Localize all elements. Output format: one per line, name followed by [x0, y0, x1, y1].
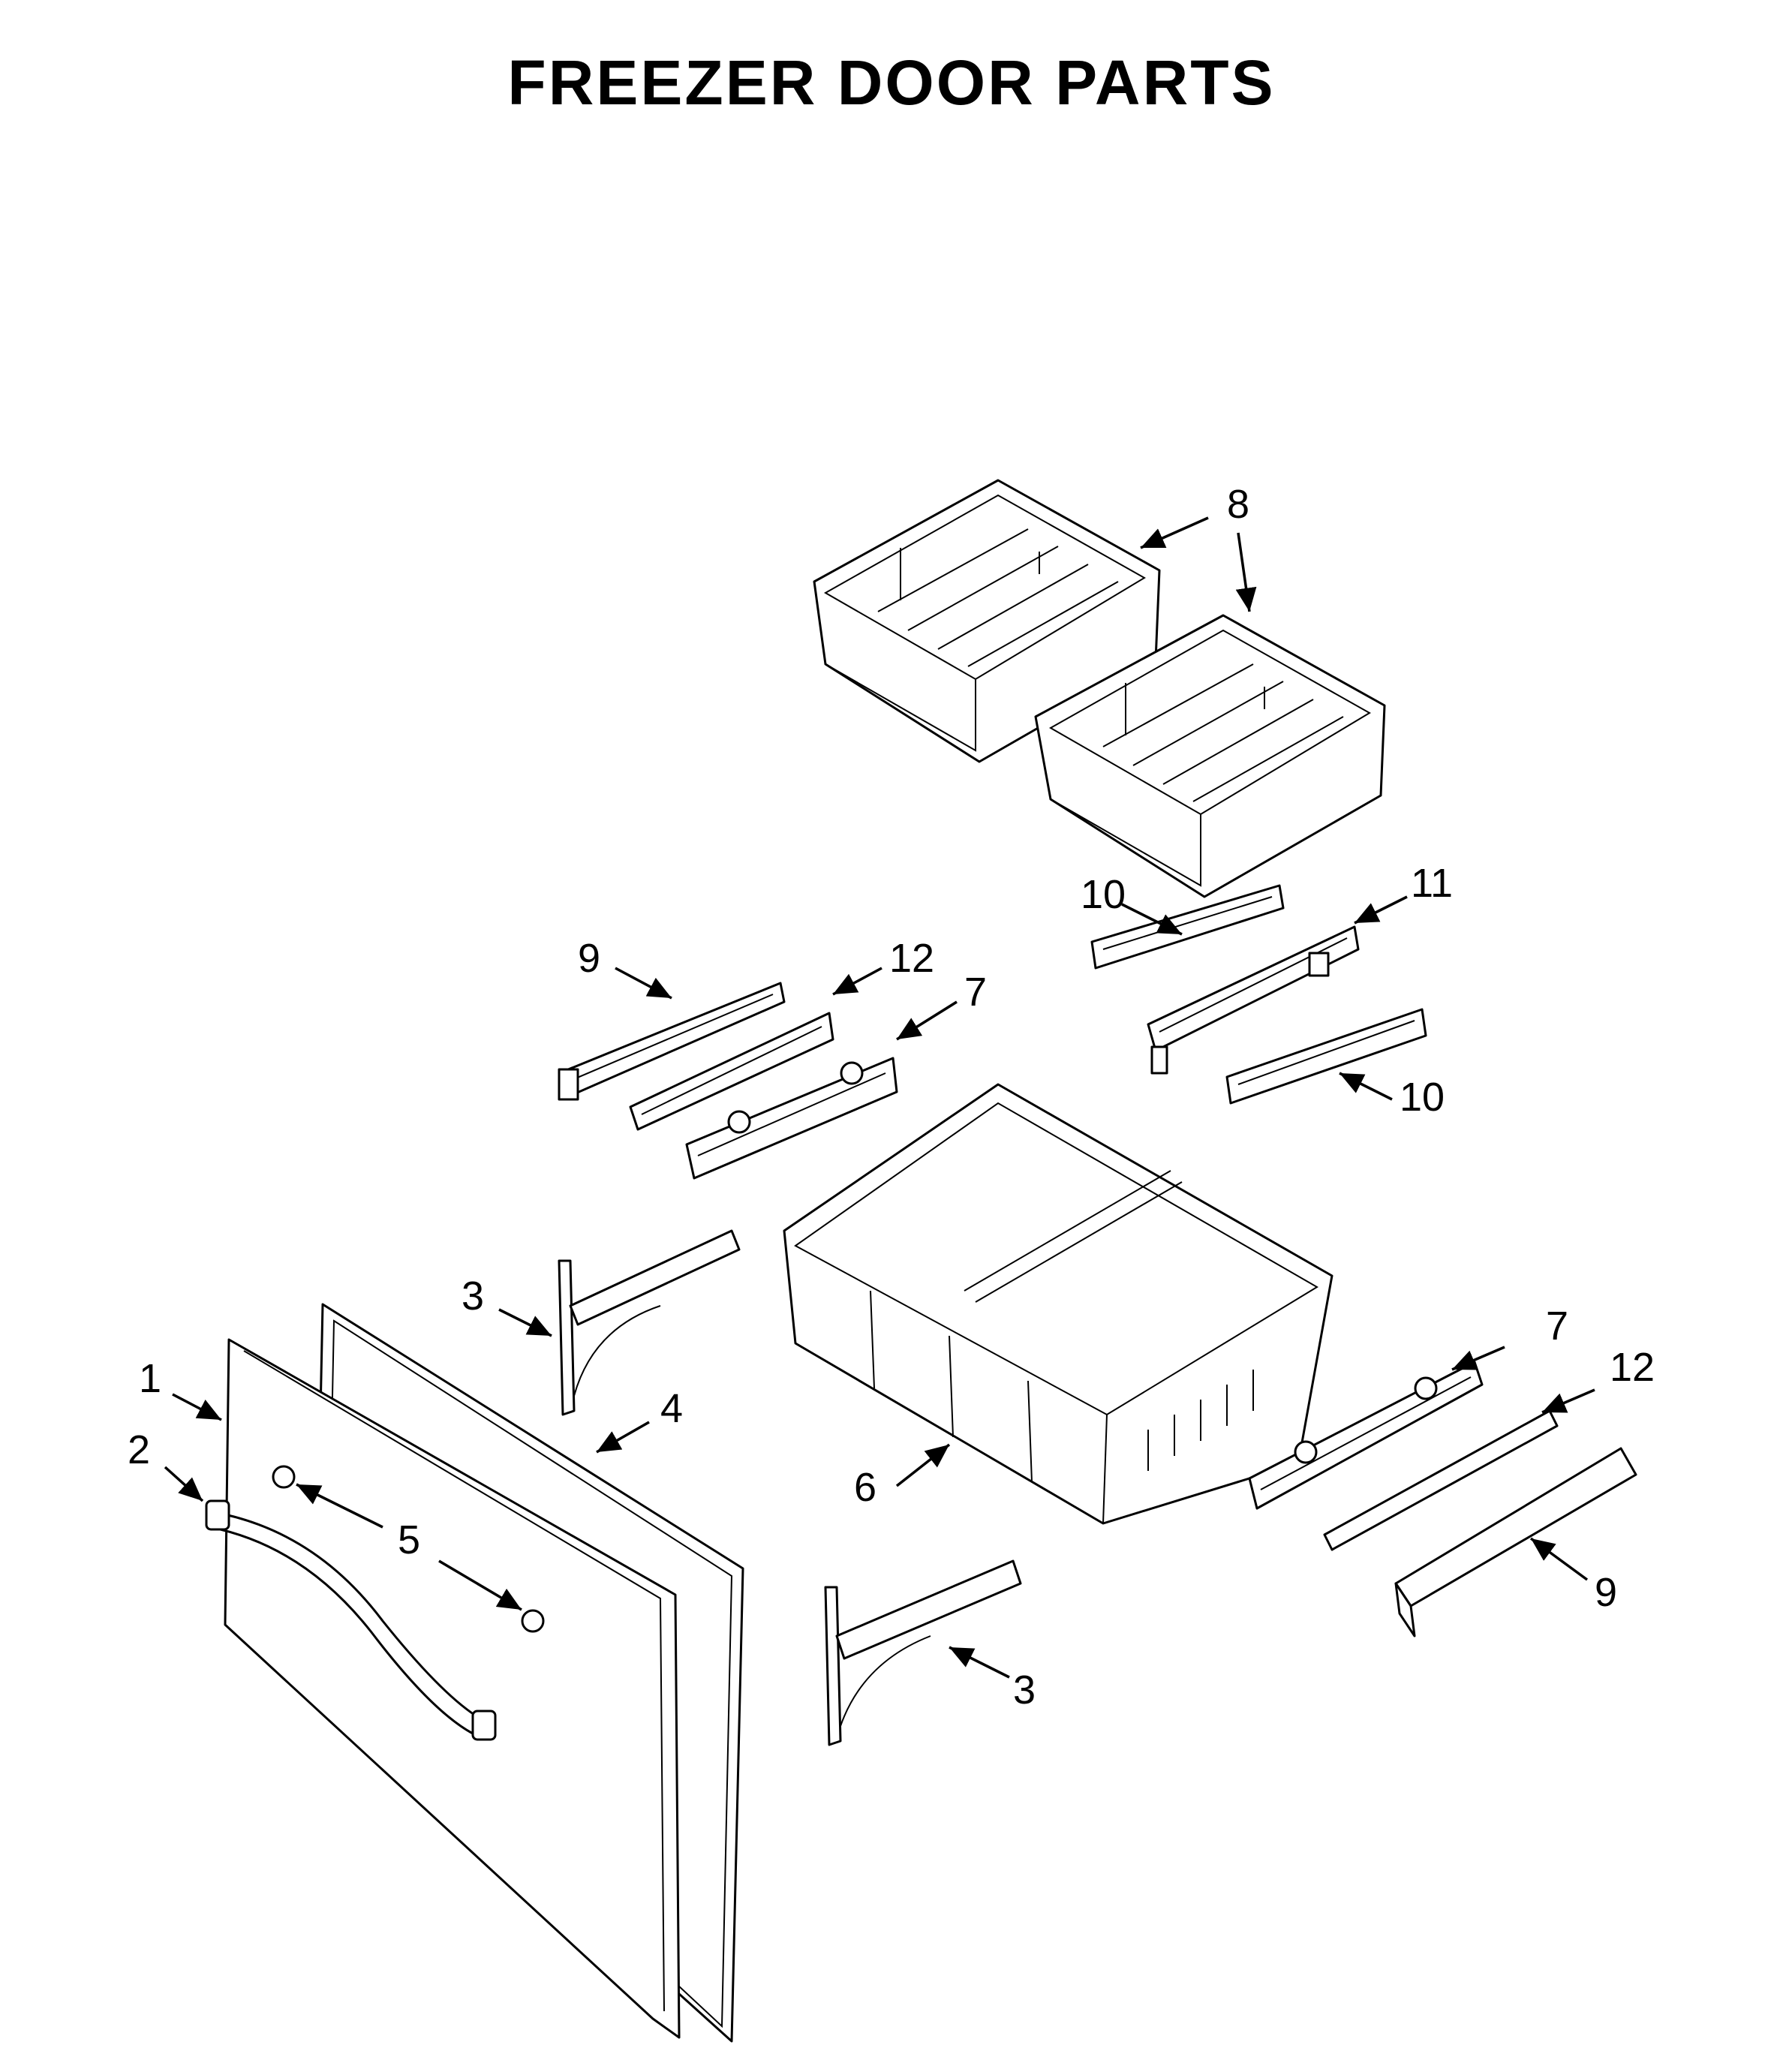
upper-basket-2 — [1034, 614, 1386, 898]
callout-9-upper: 9 — [578, 936, 600, 981]
leader-5b — [438, 1559, 522, 1611]
callout-12-lower: 12 — [1610, 1345, 1655, 1390]
rail-12-upper — [629, 1012, 834, 1131]
leader-10b — [1339, 1072, 1393, 1101]
rail-12-lower — [1323, 1409, 1559, 1551]
leader-12a — [832, 967, 882, 996]
rail-9-lower — [1394, 1447, 1637, 1637]
leader-9b — [1529, 1537, 1589, 1581]
leader-2 — [164, 1466, 204, 1502]
leader-10a — [1121, 903, 1183, 936]
leader-5a — [296, 1483, 383, 1529]
leader-3b — [949, 1646, 1010, 1679]
freezer-basket — [783, 1083, 1333, 1525]
leader-4 — [596, 1421, 650, 1454]
callout-1: 1 — [139, 1356, 161, 1401]
leader-8a — [1140, 516, 1209, 549]
leader-11 — [1354, 895, 1408, 925]
callout-7-upper: 7 — [964, 970, 987, 1015]
callout-3-upper: 3 — [462, 1274, 484, 1319]
leader-7a — [896, 1000, 958, 1041]
bracket-3-lower — [824, 1559, 1022, 1746]
leader-8b — [1235, 532, 1257, 612]
bracket-3-upper — [558, 1229, 741, 1416]
callout-2: 2 — [128, 1427, 150, 1472]
callout-10-lower: 10 — [1400, 1075, 1445, 1120]
screw-5-upper — [272, 1465, 296, 1489]
leader-7b — [1451, 1346, 1505, 1371]
rail-10-upper — [1090, 884, 1285, 970]
leader-6 — [895, 1443, 951, 1487]
leader-12b — [1541, 1388, 1595, 1414]
rail-11 — [1147, 925, 1360, 1075]
rail-7-upper — [685, 1057, 898, 1180]
callout-4: 4 — [660, 1386, 683, 1431]
callout-11: 11 — [1411, 861, 1453, 906]
callout-5: 5 — [398, 1517, 420, 1562]
callout-6: 6 — [854, 1465, 876, 1510]
leader-1 — [172, 1393, 222, 1421]
callout-3-lower: 3 — [1013, 1668, 1036, 1713]
callout-7-lower: 7 — [1546, 1304, 1568, 1349]
callout-10-upper: 10 — [1081, 872, 1126, 917]
screw-5-lower — [521, 1609, 545, 1633]
callout-12-upper: 12 — [889, 936, 934, 981]
rail-9-upper — [558, 982, 786, 1101]
leader-9a — [615, 967, 672, 1000]
callout-9-lower: 9 — [1595, 1570, 1617, 1615]
rail-10-lower — [1225, 1008, 1427, 1105]
rail-7-lower — [1248, 1361, 1484, 1510]
page-title: FREEZER DOOR PARTS — [507, 47, 1276, 118]
freezer-door — [224, 1338, 681, 2039]
callout-8: 8 — [1227, 482, 1249, 527]
leader-3a — [498, 1308, 552, 1337]
door-handle — [205, 1499, 497, 1741]
